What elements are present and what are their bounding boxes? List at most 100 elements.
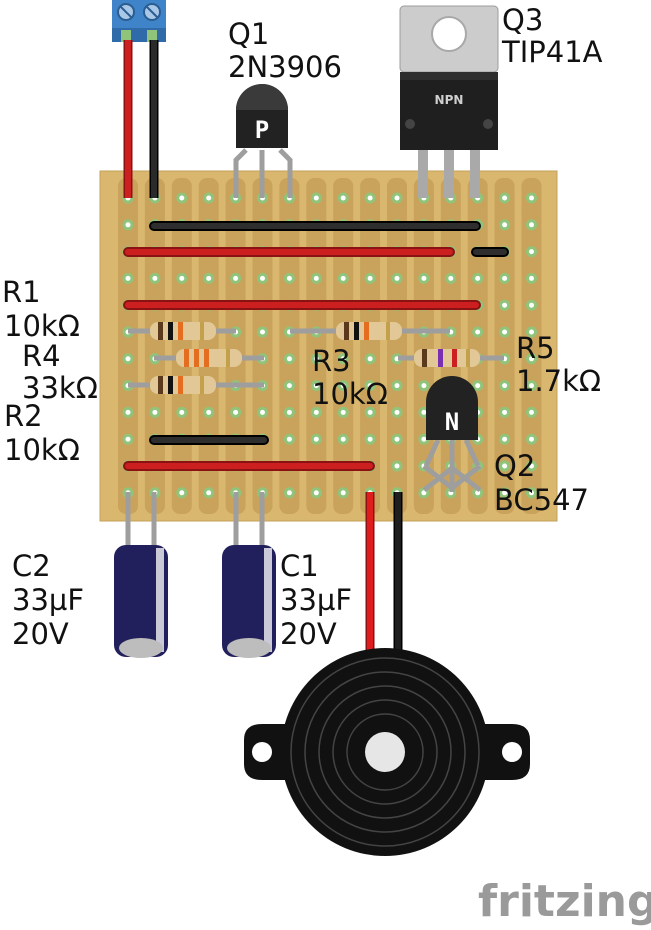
board-hole-center xyxy=(502,383,508,389)
board-hole-center xyxy=(529,249,534,255)
capacitor-c1 xyxy=(222,492,276,658)
board-hole-center xyxy=(502,409,508,415)
component-labels: Q1 2N3906 Q3 TIP41A R1 10kΩ R4 33kΩ R2 1… xyxy=(2,3,603,651)
board-hole-center xyxy=(286,409,292,415)
q3-ref-label: Q3 xyxy=(502,3,543,37)
board-hole-center xyxy=(206,275,212,281)
board-hole-center xyxy=(394,463,400,469)
copper-strip xyxy=(494,178,515,514)
board-hole-center xyxy=(394,195,400,201)
r3-ref-label: R3 xyxy=(312,344,351,378)
board-hole-center xyxy=(394,275,400,281)
board-hole-center xyxy=(421,275,427,281)
c1-value-label: 33µF xyxy=(280,583,352,617)
board-hole-center xyxy=(367,356,373,362)
q2-marking: N xyxy=(445,408,459,436)
board-hole-center xyxy=(529,195,534,201)
copper-strip xyxy=(171,178,192,514)
transistor-q2: N xyxy=(422,376,482,492)
board-hole-center xyxy=(313,490,319,496)
board-hole-center xyxy=(233,409,239,415)
q2-ref-label: Q2 xyxy=(494,449,535,483)
board-hole-center xyxy=(260,409,265,415)
board-hole-center xyxy=(125,222,131,228)
board-hole-center xyxy=(529,275,534,281)
board-hole-center xyxy=(529,222,534,228)
copper-strip xyxy=(144,178,165,514)
board-hole-center xyxy=(206,195,212,201)
board-hole-center xyxy=(367,383,373,389)
board-hole-center xyxy=(206,409,212,415)
resistors xyxy=(128,322,504,394)
board-hole-center xyxy=(529,302,534,308)
board-hole-center xyxy=(421,409,427,415)
board-hole-center xyxy=(394,409,400,415)
board-hole-center xyxy=(367,409,373,415)
board-hole-center xyxy=(286,356,292,362)
board-hole-center xyxy=(125,275,131,281)
r3-value-label: 10kΩ xyxy=(312,377,388,411)
r1-value-label: 10kΩ xyxy=(4,309,80,343)
r5-ref-label: R5 xyxy=(516,331,555,365)
q2-part-label: BC547 xyxy=(494,483,589,517)
board-hole-center xyxy=(502,222,508,228)
board-hole-center xyxy=(313,436,319,442)
fritzing-logo: fritzing xyxy=(478,876,651,927)
buzzer xyxy=(244,492,530,856)
c2-voltage-label: 20V xyxy=(12,617,69,651)
copper-strip xyxy=(521,178,542,514)
copper-strip xyxy=(225,178,246,514)
board-hole-center xyxy=(206,490,212,496)
board-hole-center xyxy=(313,383,319,389)
c1-voltage-label: 20V xyxy=(280,617,337,651)
copper-strip xyxy=(333,178,354,514)
board-hole-center xyxy=(340,409,346,415)
board-hole-center xyxy=(152,409,158,415)
r4-ref-label: R4 xyxy=(22,339,61,373)
q1-marking: P xyxy=(255,116,269,144)
c1-ref-label: C1 xyxy=(280,549,319,583)
transistor-q1: P xyxy=(233,84,293,198)
board-hole-center xyxy=(448,275,454,281)
board-hole-center xyxy=(529,436,534,442)
r4-value-label: 33kΩ xyxy=(22,371,98,405)
q3-type-marking: NPN xyxy=(435,93,464,107)
board-hole-center xyxy=(367,195,373,201)
board-hole-center xyxy=(502,463,508,469)
copper-strip xyxy=(118,178,138,514)
r2-ref-label: R2 xyxy=(4,399,43,433)
board-hole-center xyxy=(233,275,239,281)
board-hole-center xyxy=(340,195,346,201)
board-hole-center xyxy=(421,436,427,442)
capacitor-c2 xyxy=(114,492,168,658)
board-hole-center xyxy=(340,356,346,362)
board-hole-center xyxy=(125,409,131,415)
board-hole-center xyxy=(286,275,292,281)
q1-part-label: 2N3906 xyxy=(228,50,342,84)
screw-terminal xyxy=(112,0,166,42)
board-hole-center xyxy=(125,436,131,442)
board-hole-center xyxy=(260,275,265,281)
c2-ref-label: C2 xyxy=(12,549,51,583)
board-hole-center xyxy=(313,275,319,281)
board-hole-center xyxy=(367,436,373,442)
board-hole-center xyxy=(529,329,534,335)
transistor-q3: NPN xyxy=(399,5,499,198)
board-hole-center xyxy=(529,463,534,469)
copper-strip xyxy=(306,178,327,514)
board-hole-center xyxy=(367,275,373,281)
board-hole-center xyxy=(421,383,427,389)
board-hole-center xyxy=(475,275,481,281)
board-hole-center xyxy=(502,302,508,308)
board-hole-center xyxy=(340,383,346,389)
board-hole-center xyxy=(179,195,185,201)
board-hole-center xyxy=(475,490,481,496)
c2-value-label: 33µF xyxy=(12,583,84,617)
board-hole-center xyxy=(340,490,346,496)
board-hole-center xyxy=(286,383,292,389)
r1-ref-label: R1 xyxy=(2,275,41,309)
copper-strip xyxy=(198,178,219,514)
board-hole-center xyxy=(529,383,534,389)
copper-strip xyxy=(360,178,381,514)
